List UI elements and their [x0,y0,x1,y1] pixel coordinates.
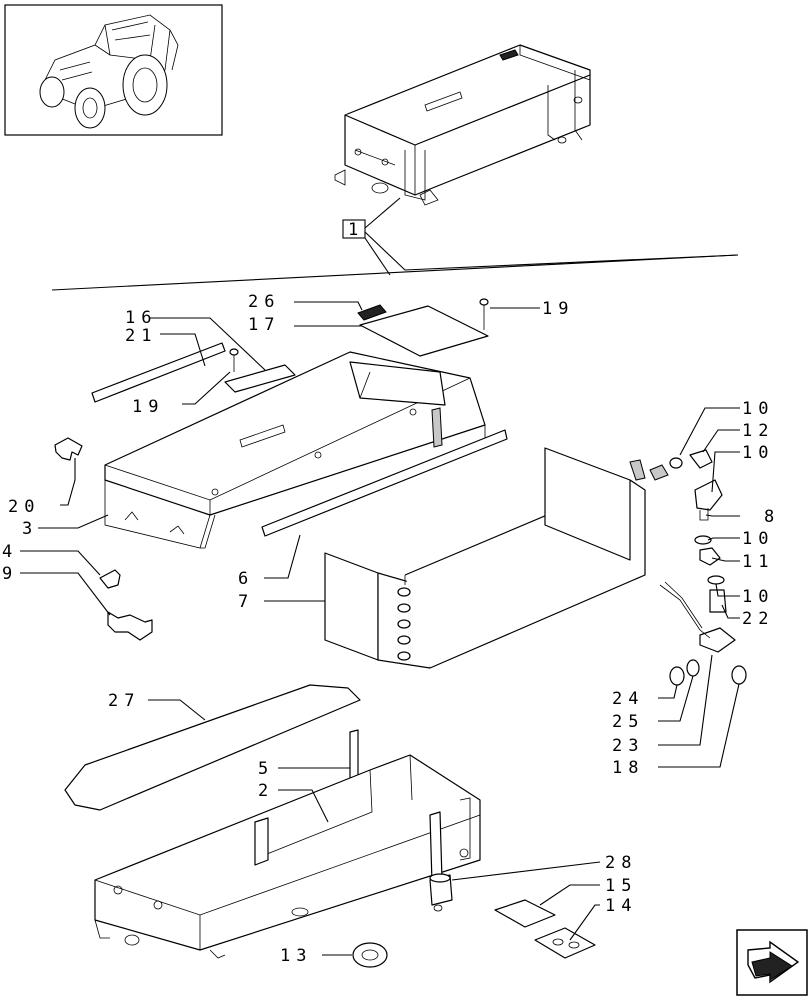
label-10-b: 10 [742,443,774,463]
label-12: 12 [742,421,774,441]
label-22: 22 [742,609,774,629]
label-28: 28 [605,853,637,873]
label-16: 16 [125,308,157,328]
part-28-connector [429,873,453,912]
next-page-button[interactable] [736,929,808,996]
part-17-cover [359,305,489,357]
label-10-d: 10 [742,587,774,607]
label-11: 11 [742,552,774,572]
next-page-arrow-icon [747,940,800,984]
leader-lines [20,301,740,956]
part-20-clip [54,437,83,461]
part-2-lower-housing [94,754,481,959]
part-18-seal [731,665,747,685]
label-17: 17 [248,315,280,335]
part-9-bracket [107,611,153,641]
part-19-screw-right [479,298,489,330]
label-26: 26 [248,292,280,312]
label-1: 1 [348,220,364,240]
label-18: 18 [612,758,644,778]
label-23: 23 [612,736,644,756]
part-7-heater-core [324,447,669,669]
part-4-clip [99,569,121,589]
label-8: 8 [764,507,780,527]
part-14-plate [534,927,596,959]
label-2: 2 [258,781,274,801]
callout-labels: 16 21 19 26 17 19 20 3 4 9 6 7 10 12 10 … [2,292,780,966]
label-3: 3 [22,519,38,539]
label-24: 24 [612,689,644,709]
label-14: 14 [605,896,637,916]
label-10-c: 10 [742,529,774,549]
assembled-view [334,44,591,206]
label-27: 27 [108,691,140,711]
label-10-a: 10 [742,399,774,419]
tractor-thumbnail [4,4,223,136]
part-13-ring [352,942,388,968]
part-27-filter [64,684,361,811]
part-25-seal [686,659,700,677]
label-19-right: 19 [542,299,574,319]
right-fittings [659,449,736,653]
part-24-seal [669,666,685,686]
part-16-plate [224,364,296,393]
label-9: 9 [2,564,18,584]
separator-line [51,254,739,291]
part-6-strip [261,429,508,537]
label-15: 15 [605,876,637,896]
label-5: 5 [258,759,274,779]
label-7: 7 [238,592,254,612]
label-21: 21 [125,326,157,346]
part-21-strip [91,342,226,403]
callout-1: 1 [342,197,739,276]
label-13: 13 [280,946,312,966]
part-15-pad [494,899,556,928]
label-6: 6 [238,569,254,589]
label-25: 25 [612,712,644,732]
label-4: 4 [2,542,18,562]
label-19-left: 19 [132,397,164,417]
part-19-screw-left [229,348,239,372]
part-26-label [357,304,387,321]
part-3-housing-cover [104,351,486,549]
label-20: 20 [8,497,40,517]
tractor-icon [39,14,179,129]
